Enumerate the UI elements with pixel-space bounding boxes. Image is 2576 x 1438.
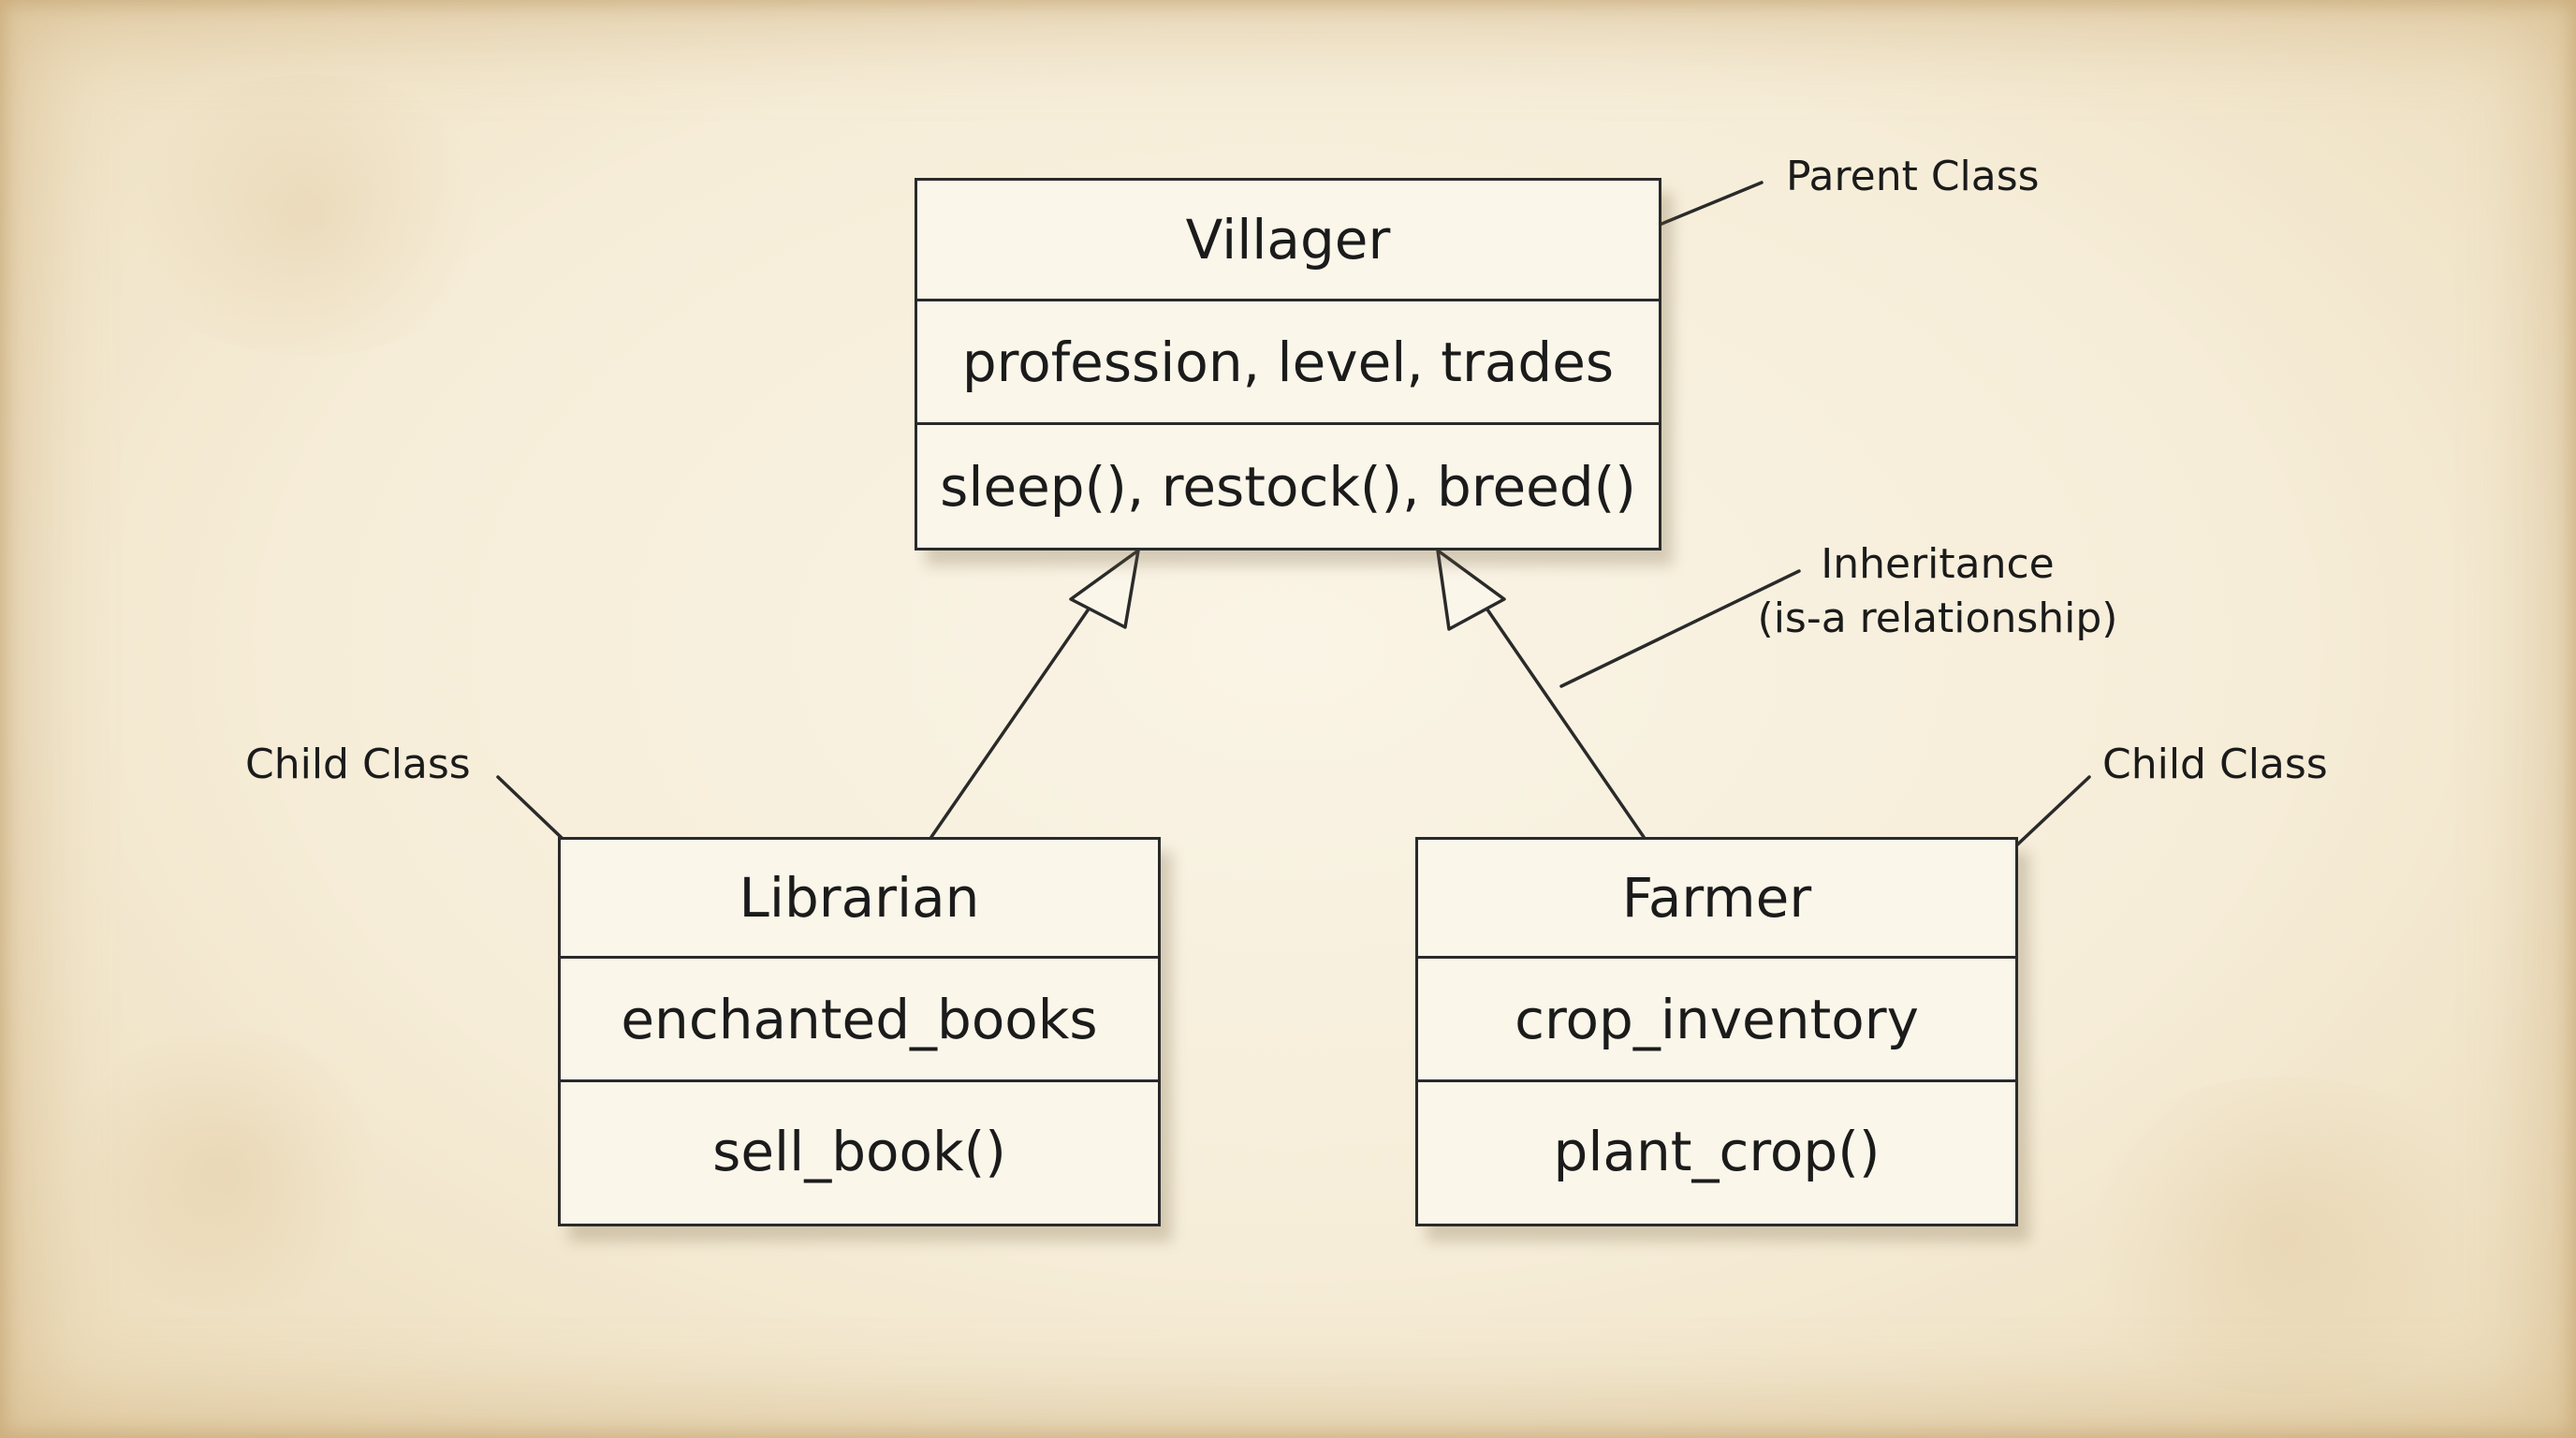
class-name-villager: Villager [1185, 208, 1391, 271]
annotation-inheritance-line1: Inheritance [1821, 540, 2055, 588]
class-attributes-farmer: crop_inventory [1418, 956, 2015, 1079]
class-box-farmer: Farmer crop_inventory plant_crop() [1415, 837, 2018, 1226]
leader-line-inheritance [1559, 569, 1801, 688]
class-methods-librarian: sell_book() [561, 1079, 1158, 1220]
inheritance-arrowhead-librarian [1069, 549, 1140, 629]
class-name-librarian: Librarian [739, 866, 980, 930]
inheritance-line-farmer [1477, 595, 1646, 839]
class-box-villager: Villager profession, level, trades sleep… [915, 178, 1661, 550]
annotation-parent-class: Parent Class [1786, 153, 2040, 200]
paper-stain [56, 1030, 393, 1311]
annotation-inheritance: Inheritance (is-a relationship) [1741, 537, 2134, 646]
annotation-inheritance-line2: (is-a relationship) [1757, 594, 2118, 642]
inheritance-line-librarian [929, 594, 1100, 839]
paper-stain [112, 75, 505, 356]
class-box-librarian: Librarian enchanted_books sell_book() [558, 837, 1161, 1226]
annotation-child-class-right: Child Class [2102, 741, 2328, 788]
paper-stain [2059, 1077, 2509, 1395]
class-name-farmer: Farmer [1621, 866, 1812, 930]
annotation-child-class-left: Child Class [245, 741, 471, 788]
inheritance-arrowhead-farmer [1436, 549, 1506, 631]
class-attributes-librarian: enchanted_books [561, 956, 1158, 1079]
class-methods-farmer: plant_crop() [1418, 1079, 2015, 1220]
class-methods-villager: sleep(), restock(), breed() [917, 422, 1659, 548]
class-attributes-villager: profession, level, trades [917, 299, 1659, 422]
